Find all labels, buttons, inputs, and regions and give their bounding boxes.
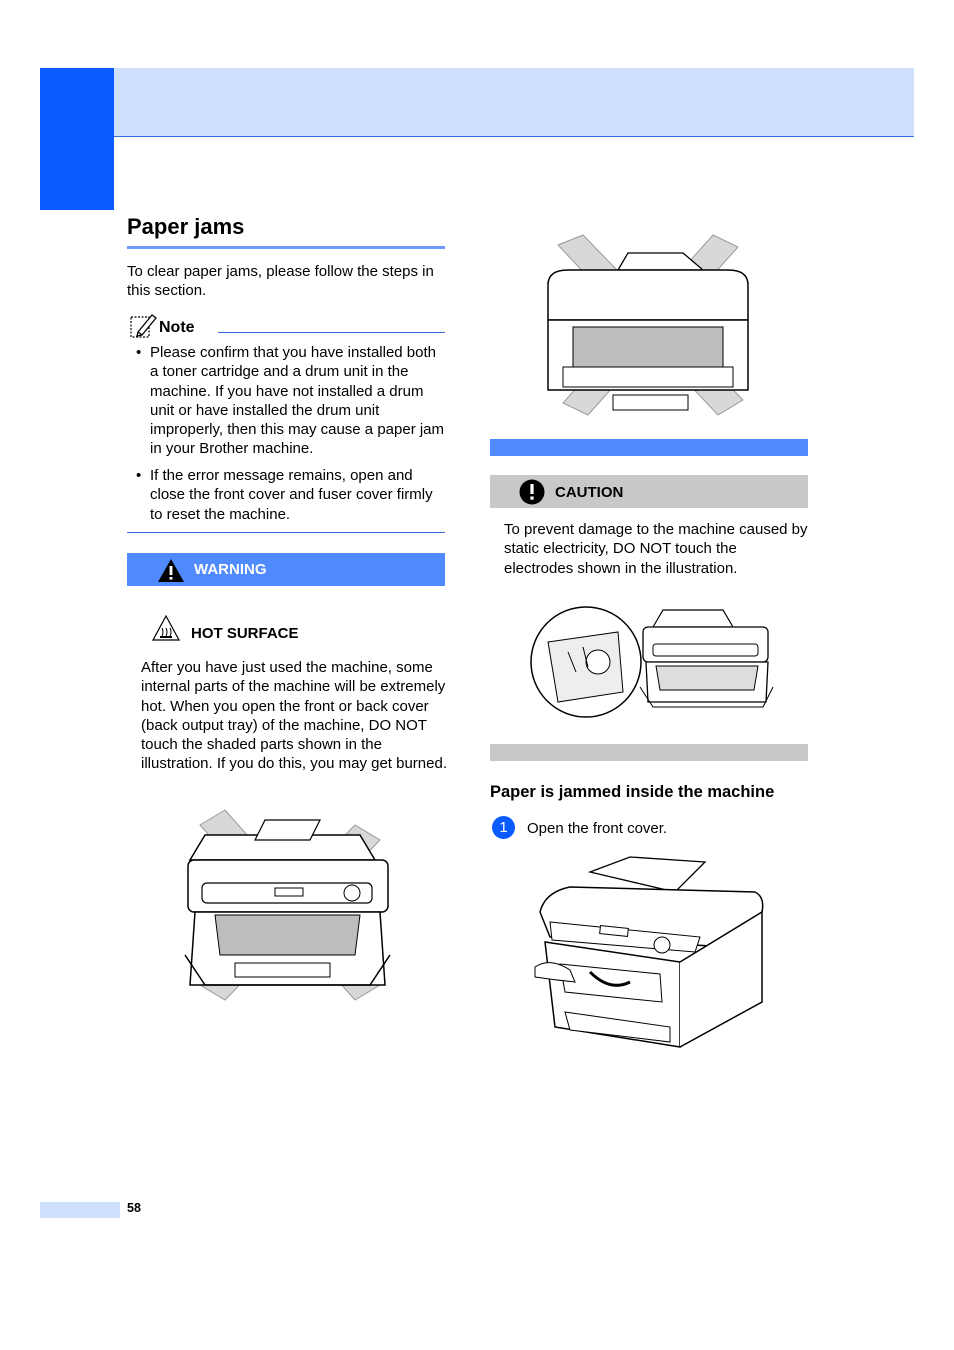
- title-underline: [127, 246, 445, 249]
- step-text: Open the front cover.: [527, 820, 668, 837]
- machine-front-open-crossed-illustration: [184, 809, 391, 1001]
- subsection-title: Paper is jammed inside the machine: [490, 783, 775, 801]
- note-bullet: • Please confirm that you have installed…: [136, 343, 446, 463]
- note-rule: [218, 332, 445, 333]
- note-end-rule: [127, 532, 445, 533]
- intro-text: To clear paper jams, please follow the s…: [127, 263, 434, 300]
- header-band: [113, 68, 914, 137]
- note-bullet: • If the error message remains, open and…: [136, 466, 446, 526]
- warning-text: After you have just used the machine, so…: [141, 659, 447, 773]
- chapter-tab: [40, 68, 114, 210]
- note-bullet-text: Please confirm that you have installed b…: [150, 344, 445, 458]
- page-number: 58: [127, 1201, 141, 1215]
- caution-text: To prevent damage to the machine caused …: [504, 521, 808, 577]
- note-pencil-icon: [130, 314, 157, 338]
- electrodes-illustration: [530, 606, 774, 718]
- caution-icon: [519, 479, 545, 505]
- note-bullet-text: If the error message remains, open and c…: [150, 467, 433, 523]
- open-front-cover-illustration: [534, 856, 764, 1048]
- hot-surface-label: HOT SURFACE: [191, 625, 299, 642]
- bullet-dot: •: [136, 467, 142, 484]
- hot-surface-icon: [151, 614, 181, 641]
- warning-label: WARNING: [194, 561, 267, 578]
- caution-end-bar: [490, 744, 808, 761]
- bullet-dot: •: [136, 344, 142, 361]
- warning-end-bar: [490, 439, 808, 456]
- note-label: Note: [159, 319, 195, 336]
- section-title: Paper jams: [127, 214, 245, 239]
- machine-back-open-crossed-illustration: [547, 234, 749, 416]
- footer-band: [40, 1202, 120, 1218]
- warning-triangle-icon: [158, 559, 184, 582]
- step-number-badge: 1: [492, 816, 515, 839]
- caution-label: CAUTION: [555, 484, 624, 501]
